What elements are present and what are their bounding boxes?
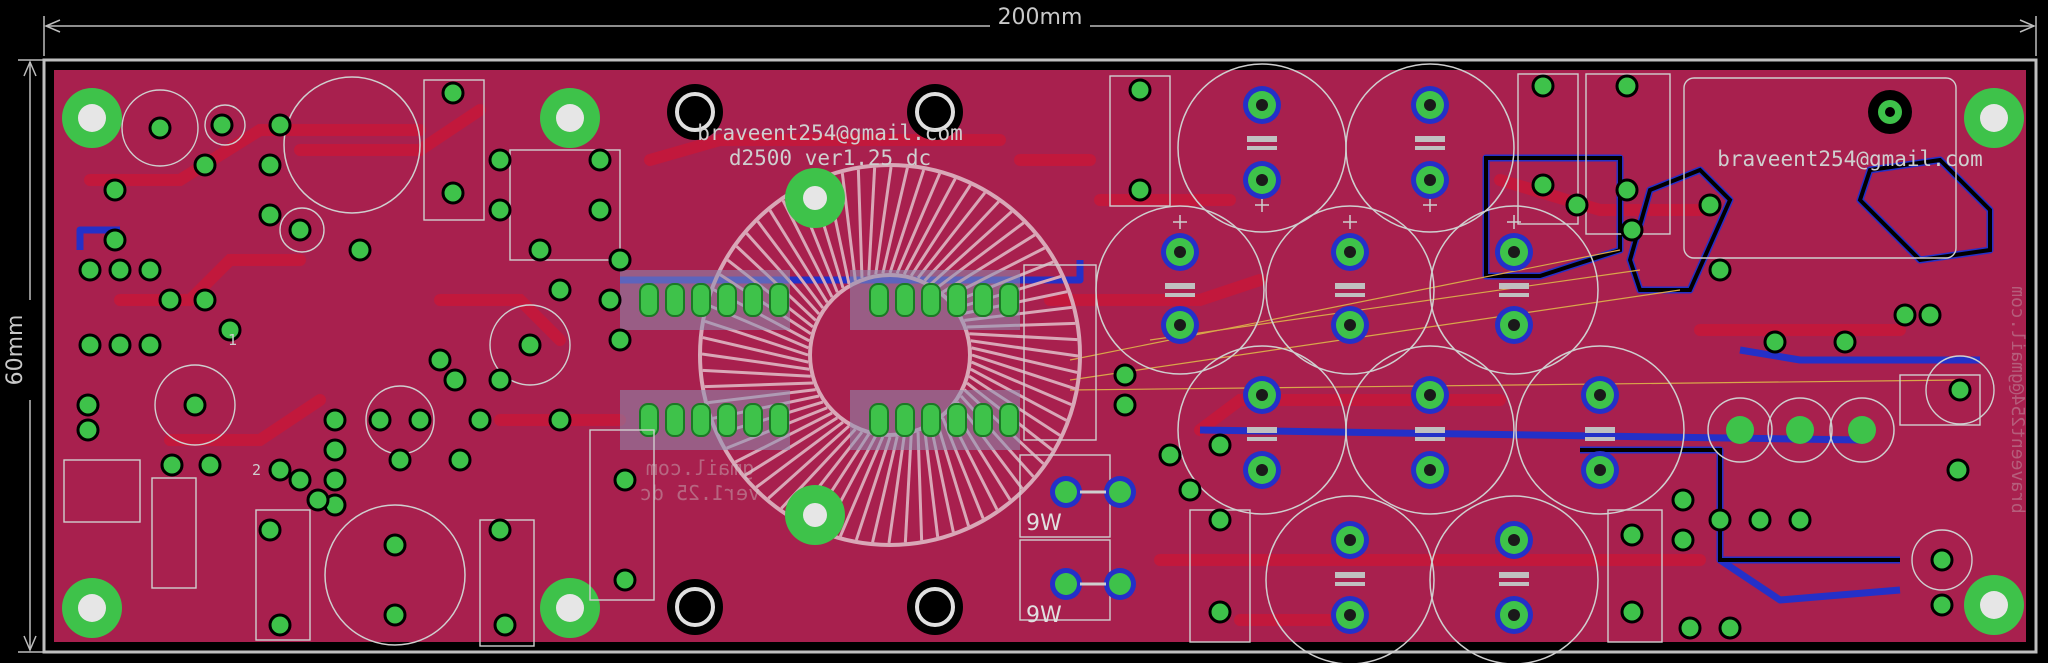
small-pads bbox=[76, 74, 1972, 640]
silk-version-bottom-mirrored: ver1.25 dc bbox=[640, 481, 760, 505]
resistor-label-9w-2: 9W bbox=[1026, 603, 1062, 628]
bottom-copper-inner bbox=[1484, 156, 1992, 562]
dimension-vertical bbox=[18, 59, 60, 653]
resistor-9w-2 bbox=[1050, 568, 1136, 600]
airwires bbox=[1069, 249, 1961, 391]
mounting-holes bbox=[62, 88, 2024, 638]
capacitor-pads bbox=[1161, 86, 1619, 634]
large-capacitors bbox=[283, 63, 1685, 663]
dimension-horizontal bbox=[43, 16, 2037, 56]
small-components bbox=[63, 73, 1995, 647]
silk-email-right: braveent254@gmail.com bbox=[1717, 147, 1983, 171]
board-outline bbox=[42, 58, 2038, 654]
cap-plus-marks bbox=[1173, 198, 1521, 229]
silk-ref-2: 2 bbox=[252, 461, 261, 479]
relay-coils bbox=[1707, 397, 1895, 463]
resistor-label-9w-1: 9W bbox=[1026, 511, 1062, 536]
dimension-height-label: 60mm bbox=[3, 315, 28, 386]
resistor-9w-1 bbox=[1050, 476, 1136, 508]
silk-email-top: braveent254@gmail.com bbox=[697, 121, 963, 145]
silk-version: d2500 ver1.25 dc bbox=[729, 146, 931, 170]
drill-holes bbox=[667, 84, 1912, 635]
transistor-pads bbox=[639, 283, 1019, 437]
silk-email-mirrored: braveent254@gmail.com bbox=[2007, 286, 2028, 514]
silk-ref-1: 1 bbox=[228, 331, 237, 349]
dimension-width-label: 200mm bbox=[998, 5, 1083, 30]
toroid-heatsink bbox=[698, 163, 1082, 547]
silk-email-bottom-mirrored: gmail.com bbox=[646, 456, 754, 480]
